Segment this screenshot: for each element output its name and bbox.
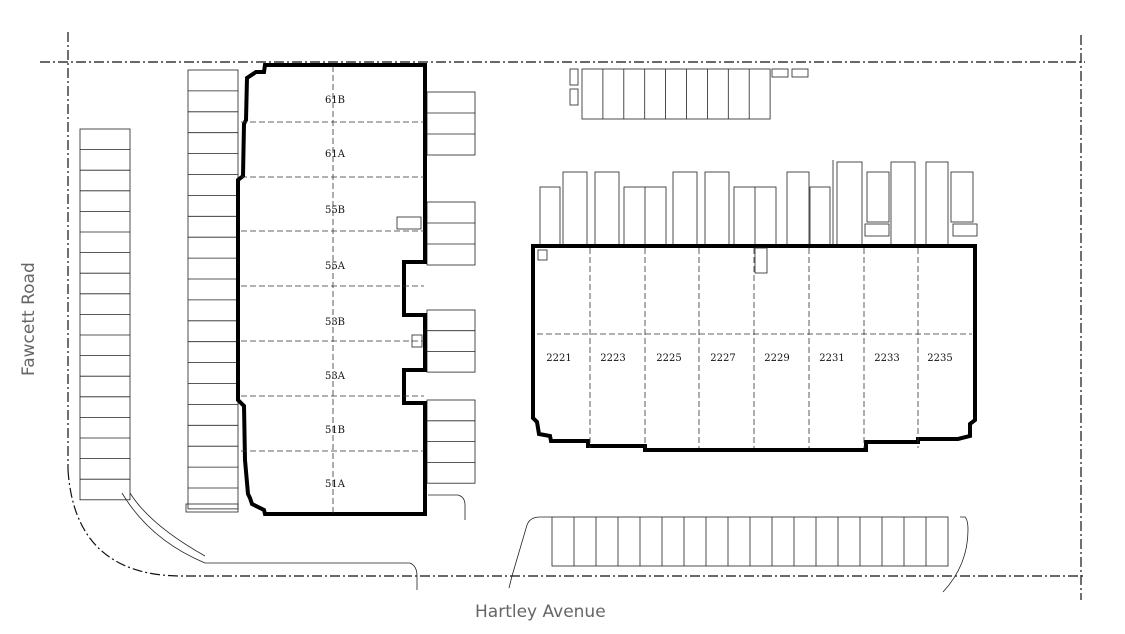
- property-boundary: [40, 32, 1085, 600]
- building-east: 2221 2223 2225 2227 2229 2231 2233 2235: [531, 244, 977, 452]
- road-label-west: Fawcett Road: [19, 262, 39, 376]
- parking-row-north: [569, 68, 809, 120]
- unit-label: 2227: [710, 353, 735, 364]
- driveways: [121, 492, 969, 593]
- unit-label: 2233: [874, 353, 899, 364]
- unit-label: 2225: [656, 353, 681, 364]
- unit-label: 51B: [325, 425, 345, 436]
- unit-label: 2229: [764, 353, 789, 364]
- unit-label: 55A: [325, 261, 346, 272]
- unit-label: 2223: [600, 353, 625, 364]
- unit-label: 55B: [325, 205, 345, 216]
- loading-bays: [539, 160, 978, 246]
- unit-label: 2231: [819, 353, 844, 364]
- unit-label: 61A: [325, 149, 346, 160]
- unit-label: 53B: [325, 317, 345, 328]
- road-label-south: Hartley Avenue: [475, 602, 606, 622]
- parking-row-south: [551, 516, 949, 567]
- unit-label: 51A: [325, 479, 346, 490]
- unit-label: 53A: [325, 371, 346, 382]
- parking-row-west: [79, 128, 131, 501]
- unit-label: 2235: [927, 353, 952, 364]
- unit-label: 2221: [546, 353, 571, 364]
- building-west: 61B 61A 55B 55A 53B 53A 51B 51A: [236, 63, 427, 516]
- parking-row-center: [187, 69, 239, 510]
- parking-stalls-west-building: [426, 91, 476, 484]
- unit-label: 61B: [325, 95, 345, 106]
